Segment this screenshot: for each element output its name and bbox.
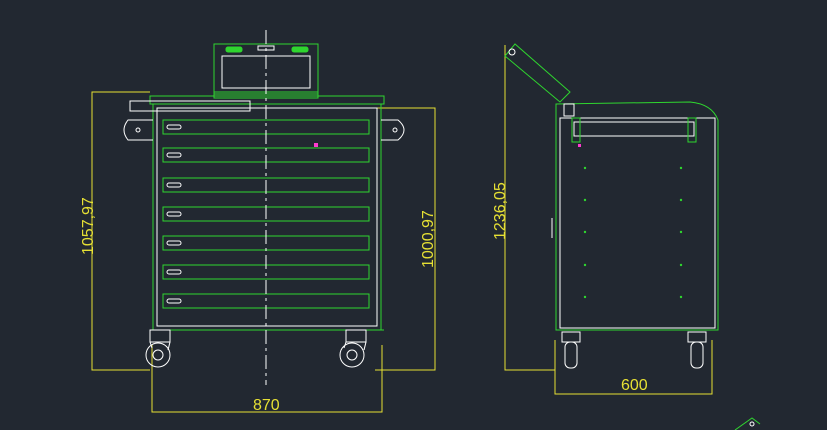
cabinet-inner-frame [156,107,378,327]
top-control-panel [129,100,251,112]
side-view [504,43,719,395]
side-monitor [504,43,571,103]
side-monitor-panel [504,43,571,103]
height-extension-left [91,91,150,371]
dim-overall-height-side: 1236,05 [492,182,509,240]
side-cabinet-outline [555,101,719,331]
dim-depth-side: 600 [621,377,648,394]
side-cabinet [551,101,719,331]
front-dimension-lines [91,91,436,413]
left-handle-hole [135,127,141,133]
right-handle-hole [392,127,398,133]
side-marker [578,144,581,147]
caster-right [339,329,367,368]
side-casters [561,331,707,369]
dim-body-height-front: 1000,97 [420,210,437,268]
side-fasteners [583,166,683,299]
monitor-led-left [225,46,243,53]
insertion-marker [314,143,318,147]
side-handles [123,119,405,141]
side-dimension-lines [504,45,713,395]
cabinet-body [129,95,385,331]
side-height-extension [504,45,555,371]
side-caster-rear [687,331,707,369]
side-caster-front [561,331,581,369]
caster-left [145,329,171,368]
monitor-led-right [291,46,309,53]
left-handle [123,119,153,141]
side-tray-bracket-left [571,117,581,143]
front-casters [145,329,367,368]
dim-overall-width-front: 870 [253,397,280,414]
width-extension [151,345,383,413]
partial-view-corner [734,417,761,430]
partial-view-pin [749,421,755,427]
side-lock [563,103,575,117]
dim-overall-height-front: 1057,97 [80,197,97,255]
side-cabinet-panel [559,117,716,329]
side-top-tray [573,121,695,137]
side-tray-bracket-right [687,117,697,143]
height-extension-right [375,107,436,371]
right-handle [381,119,405,141]
front-view [91,30,436,413]
depth-extension [554,340,713,395]
side-monitor-hinge [508,48,516,56]
